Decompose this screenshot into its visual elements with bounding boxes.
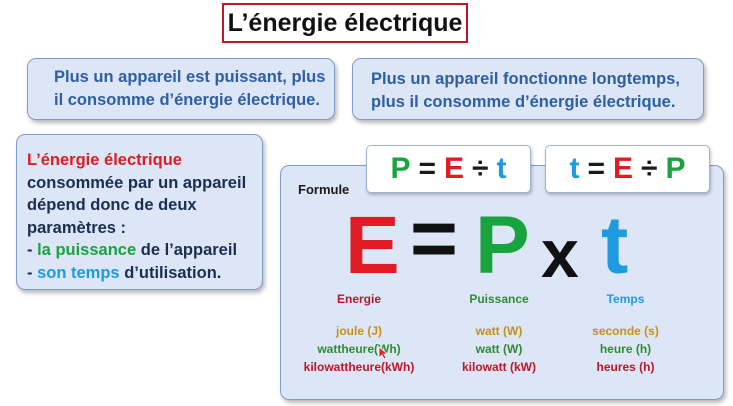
symbol-p: P [665, 152, 686, 185]
unit-time-3: heures (h) [596, 360, 655, 374]
time-suffix: d’utilisation. [119, 263, 222, 282]
equals-sign: = [587, 152, 606, 185]
power-term: la puissance [37, 241, 137, 259]
formula-label: Formule [298, 182, 350, 197]
unit-power-2: watt (W) [475, 342, 523, 356]
unit-time-1: seconde (s) [592, 324, 659, 338]
pointer-cursor-icon [378, 346, 388, 360]
unit-power-3: kilowatt (kW) [462, 360, 536, 374]
info-card-time: Plus un appareil fonctionne longtemps, p… [352, 58, 704, 120]
unit-power-1: watt (W) [475, 324, 523, 338]
column-head-energy: Energie [336, 292, 381, 306]
power-formula-box: P = E ÷ t [366, 145, 531, 193]
symbol-t: t [569, 152, 580, 185]
summary-line: dépend donc de deux [27, 196, 197, 214]
bullet-dash: - [27, 263, 38, 282]
main-symbol-energy: E [345, 200, 400, 291]
column-head-power: Puissance [469, 292, 529, 306]
summary-card: L’énergie électrique consommée par un ap… [16, 134, 263, 290]
info-line: il consomme d’énergie électrique. [54, 91, 320, 109]
bullet-dash: - [27, 241, 38, 259]
unit-time-2: heure (h) [599, 342, 652, 356]
equals-sign: = [418, 152, 437, 185]
summary-heading: L’énergie électrique [27, 151, 182, 169]
summary-line: paramètres : [27, 218, 127, 237]
time-term: son temps [37, 263, 120, 282]
info-card-power: Plus un appareil est puissant, plus il c… [27, 58, 335, 120]
info-line: plus il consomme d’énergie électrique. [371, 93, 676, 111]
main-symbol-power: P [475, 200, 530, 291]
main-symbol-time: t [601, 200, 629, 291]
time-formula-box: t = E ÷ P [545, 145, 710, 193]
symbol-p: P [390, 152, 411, 185]
symbol-e: E [613, 152, 634, 185]
symbol-e: E [444, 152, 465, 185]
divide-sign: ÷ [472, 152, 489, 185]
page-title: L’énergie électrique [222, 3, 468, 43]
divide-sign: ÷ [641, 152, 658, 185]
info-line: Plus un appareil est puissant, plus [54, 68, 326, 86]
formula-card [280, 165, 724, 400]
unit-energy-2: wattheure(Wh) [317, 342, 401, 356]
main-equals-sign: = [410, 193, 458, 284]
summary-line-power: - la puissance de l’appareil [27, 239, 262, 262]
summary-line: consommée par un appareil [27, 173, 247, 192]
info-line: Plus un appareil fonctionne longtemps, [371, 70, 680, 88]
main-multiply-sign: x [541, 216, 579, 292]
symbol-t: t [496, 152, 507, 185]
unit-energy-1: joule (J) [335, 324, 382, 338]
power-suffix: de l’appareil [136, 241, 238, 259]
column-head-time: Temps [606, 292, 645, 306]
unit-energy-3: kilowattheure(kWh) [303, 360, 415, 374]
summary-line-time: - son temps d’utilisation. [27, 262, 262, 285]
